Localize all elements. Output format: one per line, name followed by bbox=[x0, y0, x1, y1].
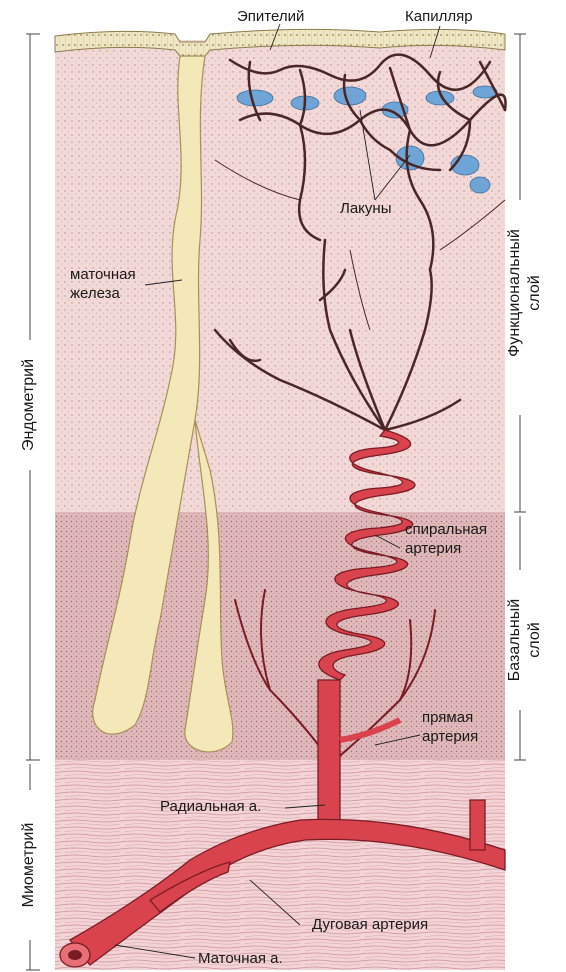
basal-layer-side-label: Базальный слой bbox=[505, 585, 551, 695]
lacunae-label: Лакуны bbox=[340, 200, 391, 218]
functional-layer-side-label: Функциональный слой bbox=[505, 218, 551, 368]
endometrium-side-label: Эндометрий bbox=[20, 345, 40, 465]
functional-layer-line2: слой bbox=[525, 218, 545, 368]
arcuate-artery-label: Дуговая артерия bbox=[312, 916, 428, 934]
capillary-label: Капилляр bbox=[405, 8, 473, 26]
basal-layer-line2: слой bbox=[525, 585, 545, 695]
epithelium-label: Эпителий bbox=[237, 8, 304, 26]
spiral-artery-label: спиральная артерия bbox=[405, 520, 500, 558]
radial-artery-label: Радиальная а. bbox=[160, 798, 261, 816]
functional-layer-line1: Функциональный bbox=[505, 218, 525, 368]
myometrium-side-label: Миометрий bbox=[20, 805, 40, 925]
straight-artery-label: прямая артерия bbox=[422, 708, 497, 746]
basal-layer-line1: Базальный bbox=[505, 585, 525, 695]
radial-artery bbox=[318, 680, 340, 825]
uterine-artery-label: Маточная а. bbox=[198, 950, 283, 968]
uterine-gland-label: маточная железа bbox=[70, 265, 155, 303]
